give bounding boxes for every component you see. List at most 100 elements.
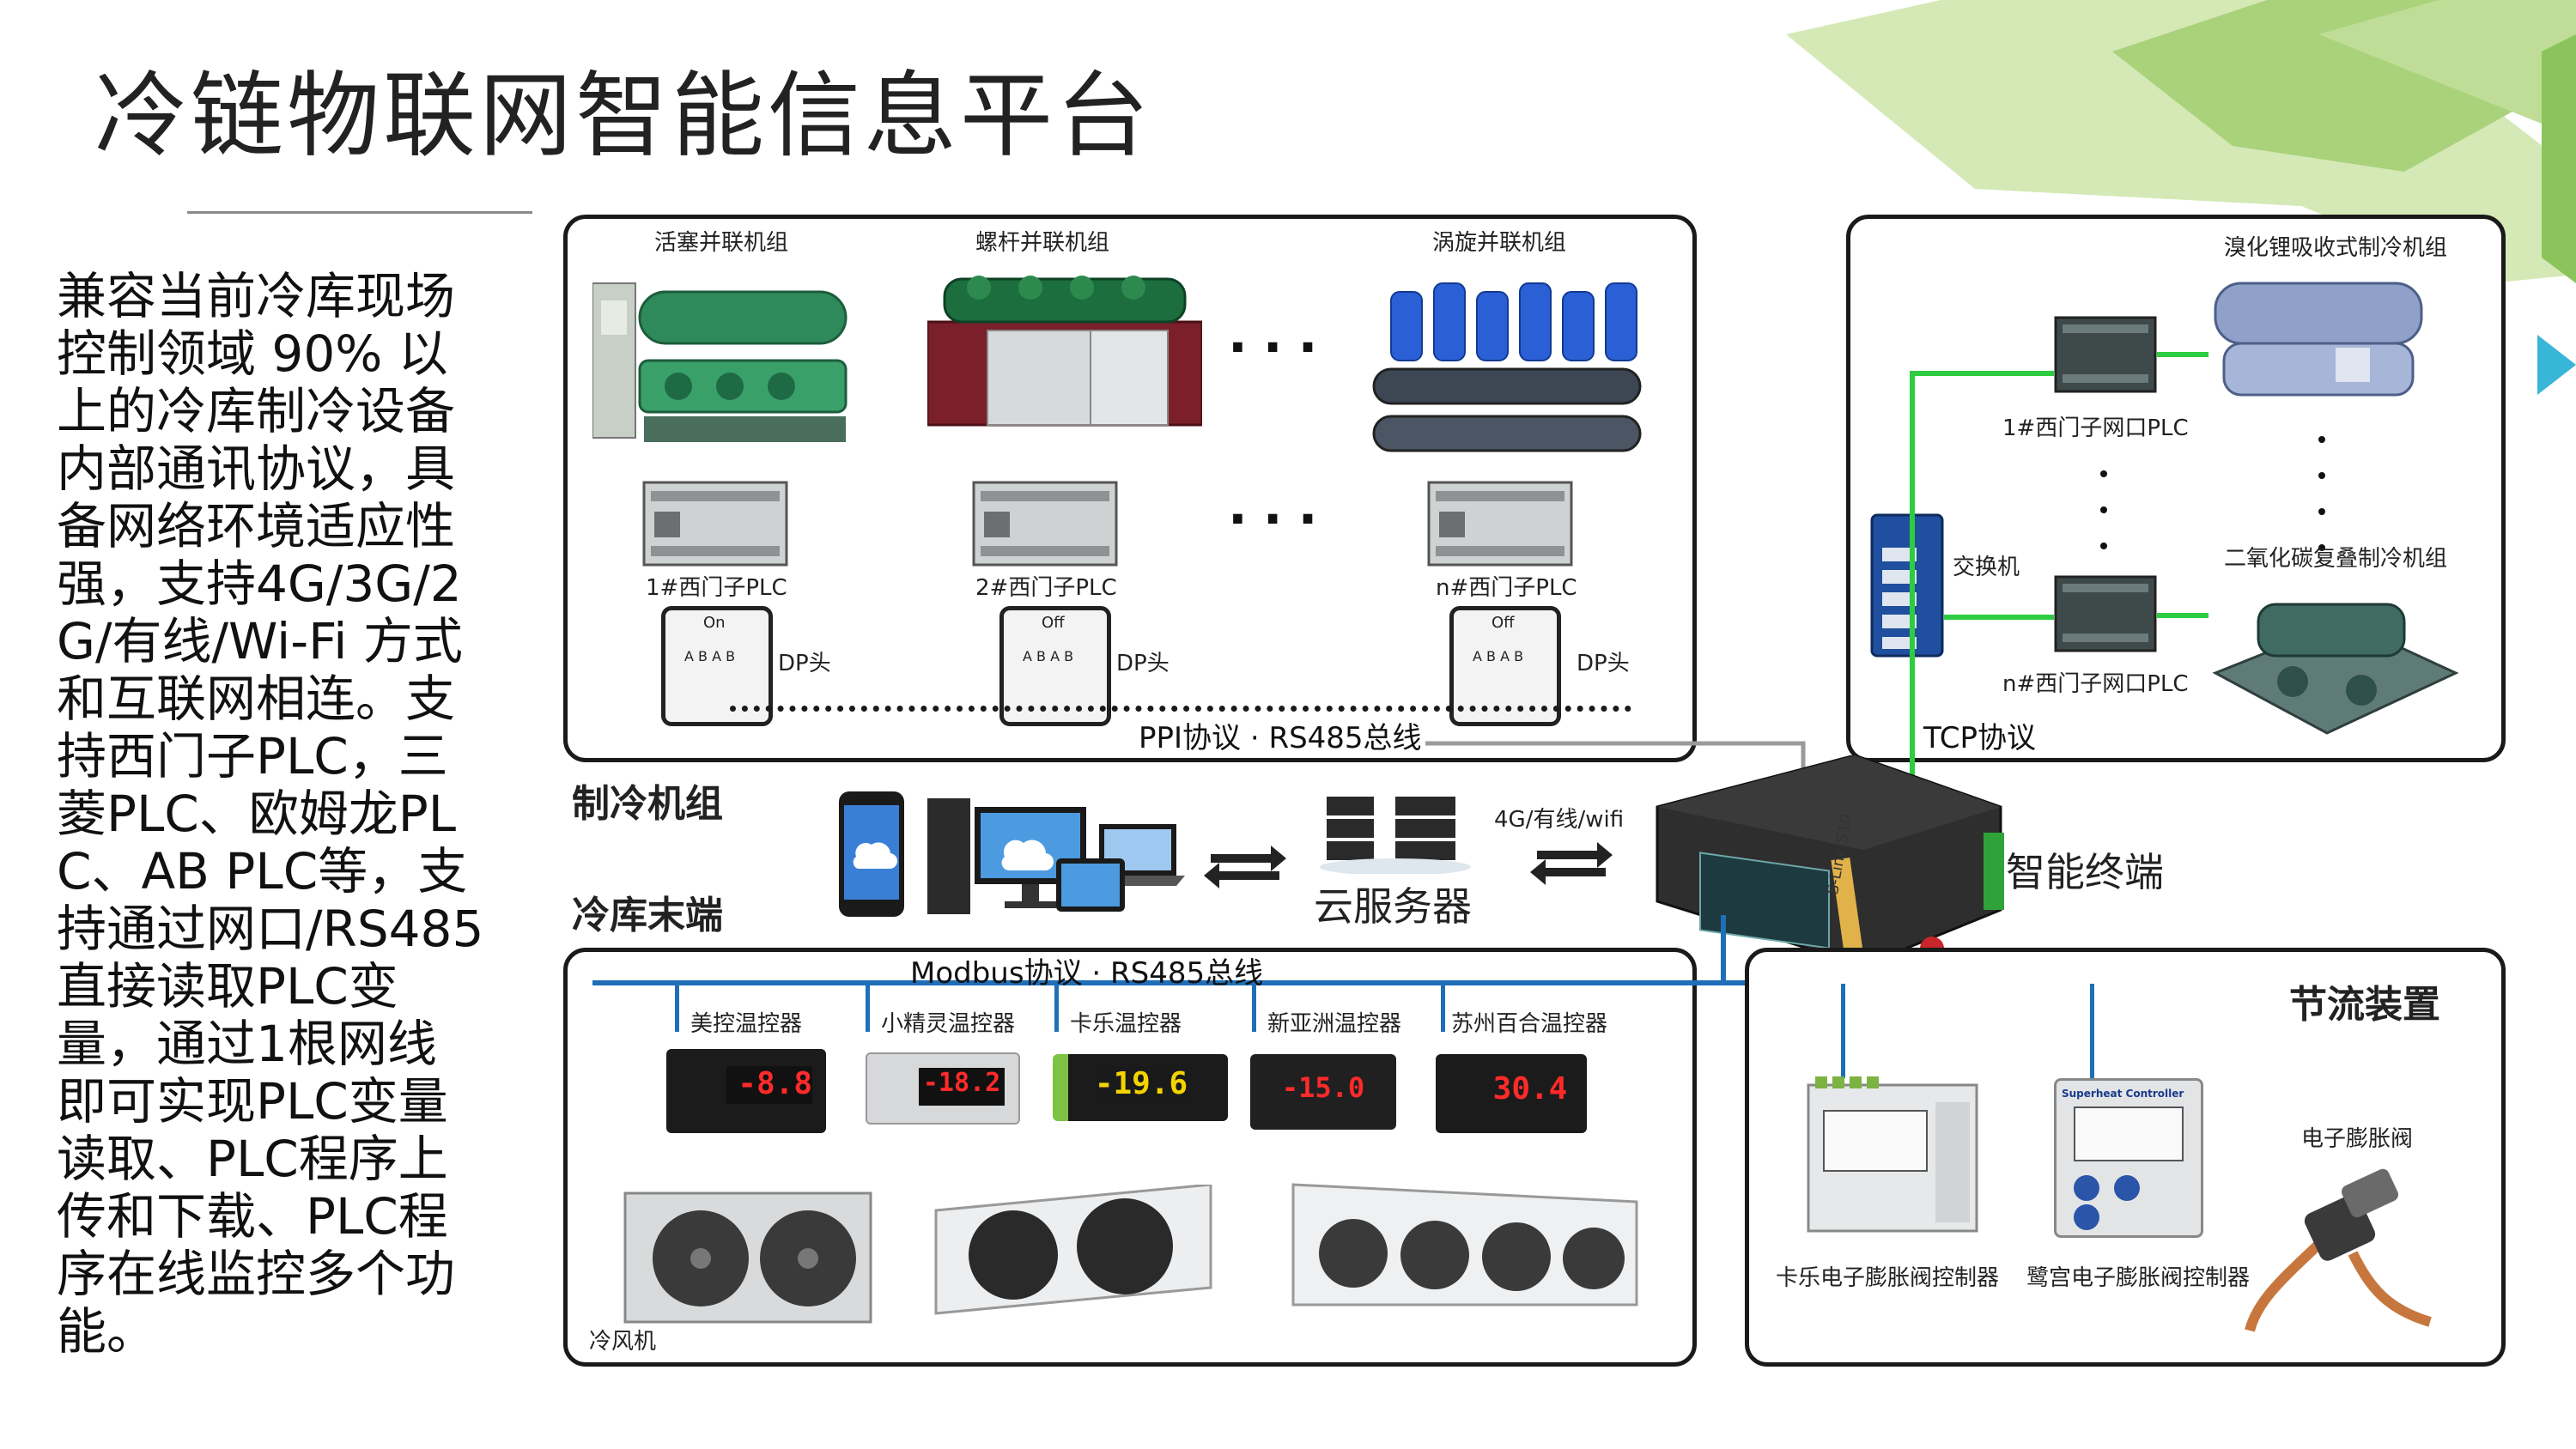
dp-head-1: On A B A B	[661, 606, 773, 726]
drop-line	[1441, 984, 1445, 1032]
title-divider	[187, 211, 532, 214]
dp-pins: A B A B	[1023, 648, 1074, 664]
decorative-green-shapes	[1786, 0, 2576, 283]
laptop-tablet-icon	[1056, 824, 1185, 912]
eagle-controller-text: Superheat Controller	[2062, 1088, 2184, 1100]
plc-2-label: 2#西门子PLC	[975, 575, 1117, 601]
controller-reading: -15.0	[1281, 1071, 1365, 1104]
section-label-cold-end: 冷库末端	[572, 894, 723, 937]
network-switch-icon	[1870, 513, 1944, 658]
electronic-expansion-valve-label: 电子膨胀阀	[2301, 1126, 2414, 1152]
modbus-bus-line	[592, 980, 2241, 985]
libr-absorption-chiller-icon	[2214, 282, 2423, 397]
tcp-line-plc1-to-chiller	[2157, 352, 2208, 357]
controller-label-carel: 卡乐温控器	[1070, 1011, 1182, 1037]
controller-carel: -19.6	[1053, 1054, 1228, 1121]
description-text: 兼容当前冷库现场控制领域 90% 以上的冷库制冷设备内部通讯协议，具备网络环境适…	[57, 267, 484, 1361]
bidirectional-arrow-left-icon	[1204, 846, 1286, 888]
dp-head-n-label: DP头	[1577, 651, 1630, 676]
air-cooler-1-icon	[623, 1191, 872, 1324]
teal-arrow-icon	[2537, 335, 2576, 395]
drop-line	[1054, 984, 1059, 1032]
plc-network-n-label: n#西门子网口PLC	[2002, 671, 2189, 697]
plc-network-1-icon	[2054, 316, 2157, 393]
carel-eev-controller-icon	[1807, 1076, 1978, 1233]
dp-head-2-label: DP头	[1116, 651, 1170, 676]
bidirectional-arrow-right-icon	[1530, 842, 1613, 885]
electronic-expansion-valve-icon	[2245, 1168, 2432, 1332]
drop-line	[675, 984, 679, 1032]
controller-label-suzhou-baihe: 苏州百合温控器	[1451, 1011, 1608, 1037]
drop-line	[2090, 984, 2094, 1078]
carel-eev-label: 卡乐电子膨胀阀控制器	[1776, 1265, 2000, 1291]
controller-reading: -8.8	[726, 1066, 812, 1104]
air-cooler-label: 冷风机	[589, 1329, 657, 1355]
eagle-controller-screen	[2074, 1106, 2184, 1161]
section-label-refrigeration: 制冷机组	[572, 782, 723, 826]
plc-n-label: n#西门子PLC	[1436, 575, 1577, 601]
ppi-bus-label: PPI协议 · RS485总线	[1133, 714, 1427, 756]
air-cooler-3-icon	[1291, 1183, 1638, 1307]
unit-label-piston: 活塞并联机组	[654, 230, 789, 256]
piston-compressor-unit-icon	[592, 282, 848, 442]
co2-cascade-chiller-icon	[2212, 603, 2459, 735]
network-4g-label: 4G/有线/wifi	[1494, 807, 1625, 833]
throttle-title: 节流装置	[2289, 983, 2440, 1027]
ppi-bus-line	[730, 706, 1631, 712]
eagle-eev-controller: Superheat Controller	[2054, 1078, 2203, 1238]
drop-line	[866, 984, 870, 1032]
controller-meikong: -8.8	[666, 1049, 826, 1133]
plc-1-icon	[642, 481, 788, 567]
eagle-eev-label: 鹭宫电子膨胀阀控制器	[2026, 1265, 2251, 1291]
cloud-server-label: 云服务器	[1314, 883, 1472, 930]
dp-switch-state: Off	[1042, 614, 1065, 632]
chiller-co2-label: 二氧化碳复叠制冷机组	[2224, 546, 2448, 572]
tcp-line-plcn-to-chiller	[2157, 613, 2208, 618]
controller-label-new-asia: 新亚洲温控器	[1267, 1011, 1402, 1037]
plc-vertical-ellipsis	[2100, 470, 2107, 579]
modbus-bus-label: Modbus协议 · RS485总线	[910, 956, 1264, 991]
eagle-controller-buttons	[2074, 1175, 2180, 1230]
plc-2-icon	[972, 481, 1118, 567]
tcp-line-vertical	[1910, 373, 1915, 776]
unit-ellipsis: ···	[1228, 318, 1334, 378]
drop-line	[1252, 984, 1256, 1032]
dp-switch-state: Off	[1492, 614, 1515, 632]
tcp-protocol-label: TCP协议	[1923, 721, 2037, 755]
controller-elf: -18.2	[866, 1052, 1020, 1125]
cloud-server-icon	[1320, 797, 1471, 874]
drop-line	[1841, 984, 1845, 1078]
tcp-line-switch-to-plcn	[1944, 615, 2054, 620]
unit-label-screw: 螺杆并联机组	[975, 230, 1110, 256]
desktop-computer-icon	[927, 798, 1086, 914]
plc-ellipsis: ···	[1228, 489, 1334, 549]
page-title: 冷链物联网智能信息平台	[94, 63, 1153, 170]
controller-reading: -18.2	[919, 1068, 1005, 1106]
network-switch-label: 交换机	[1953, 555, 2020, 580]
terminal-to-bus-connector	[1721, 915, 1726, 984]
unit-label-scroll: 涡旋并联机组	[1432, 230, 1567, 256]
plc-1-label: 1#西门子PLC	[646, 575, 787, 601]
controller-label-meikong: 美控温控器	[690, 1011, 803, 1037]
smart-terminal-label: 智能终端	[2006, 849, 2164, 895]
dp-pins: A B A B	[1473, 648, 1524, 664]
dp-head-1-label: DP头	[778, 651, 831, 676]
scroll-compressor-unit-icon	[1372, 282, 1642, 452]
controller-suzhou-baihe: 30.4	[1436, 1054, 1587, 1133]
plc-network-n-icon	[2054, 575, 2157, 652]
plc-n-icon	[1427, 481, 1573, 567]
screw-compressor-unit-icon	[927, 276, 1202, 427]
chiller-vertical-ellipsis	[2318, 436, 2325, 580]
controller-new-asia: -15.0	[1250, 1054, 1396, 1130]
dp-pins: A B A B	[684, 648, 736, 664]
air-cooler-2-icon	[934, 1185, 1212, 1315]
plc-network-1-label: 1#西门子网口PLC	[2002, 415, 2189, 441]
controller-reading: 30.4	[1492, 1071, 1568, 1106]
controller-reading: -19.6	[1094, 1066, 1188, 1104]
ppi-to-terminal-connector	[1425, 741, 1806, 778]
controller-label-elf: 小精灵温控器	[881, 1011, 1016, 1037]
smartphone-icon	[839, 791, 904, 917]
tcp-line-to-plc1	[1910, 371, 2054, 376]
chiller-libr-label: 溴化锂吸收式制冷机组	[2224, 235, 2448, 261]
dp-switch-state: On	[703, 614, 726, 632]
